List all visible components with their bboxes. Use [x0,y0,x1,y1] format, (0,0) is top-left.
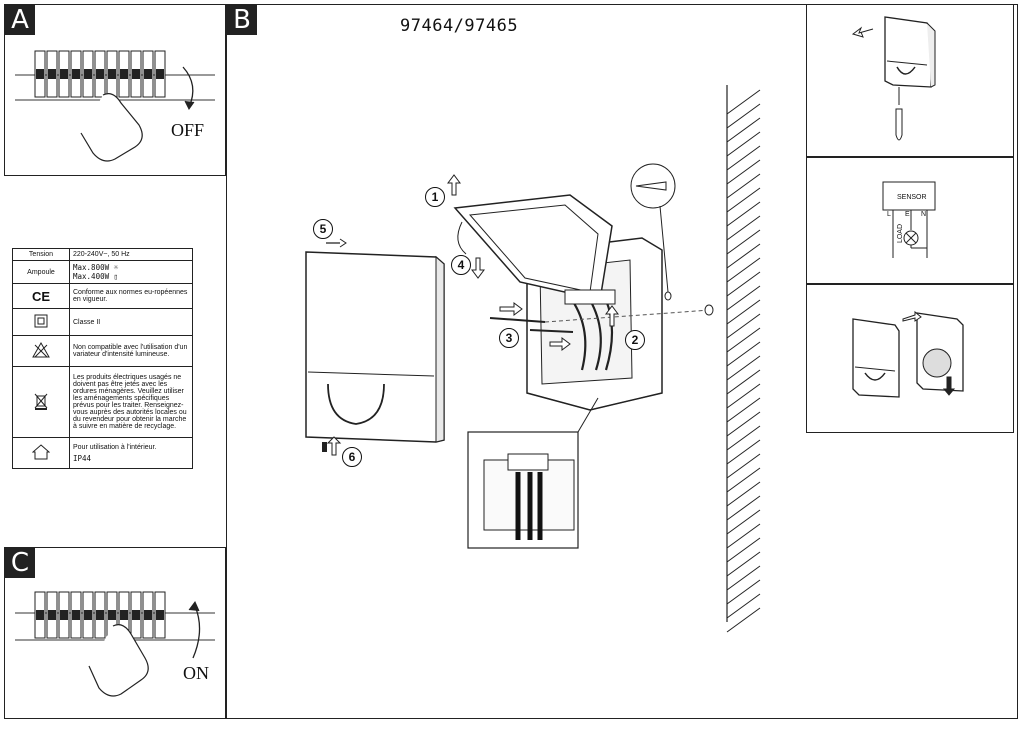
breaker-switch [144,610,152,620]
spec-value: Les produits électriques usagés ne doive… [69,366,193,438]
panel-b: B [226,4,1018,719]
breaker-switch [156,69,164,79]
panel-c: C ON [4,547,226,719]
spec-table: Tension 220-240V~, 50 Hz Ampoule Max.800… [12,248,193,469]
breaker-panel-on-illustration [15,591,215,697]
spec-value-ip: IP44 [73,453,92,463]
breaker-switch [108,610,116,620]
step-5-badge: 5 [313,219,333,239]
spec-row-bulb: Ampoule Max.800W ☼ Max.400W ▯ [12,260,193,284]
on-label: ON [183,663,209,683]
breaker-switch [48,610,56,620]
panel-a: A OFF [4,4,226,176]
breaker-switch [96,69,104,79]
panel-reattach-cover [806,284,1014,433]
model-number: 97464/97465 [400,16,519,36]
spec-row-class: Classe II [12,308,193,336]
breaker-switch [144,69,152,79]
breaker-switch [72,69,80,79]
breaker-switch [132,69,140,79]
breaker-switch [36,69,44,79]
step-1-badge: 1 [425,187,445,207]
terminal-n-label: N [921,211,927,218]
wiring-schematic [882,181,936,258]
panel-b-label: B [227,5,257,35]
class-ii-icon [34,314,48,328]
load-label: LOAD [897,223,905,244]
breaker-switch [36,610,44,620]
breaker-switch [120,69,128,79]
breaker-switch [108,69,116,79]
breaker-panel-off-illustration [15,50,215,162]
panel-a-label: A [5,5,35,35]
spec-row-voltage: Tension 220-240V~, 50 Hz [12,248,193,261]
spec-value: Pour utilisation à l'intérieur. [73,443,157,451]
spec-row-weee: Les produits électriques usagés ne doive… [12,366,193,438]
tube-bulb-icon: ▯ [113,272,119,281]
bulb-icon: ☼ [113,263,119,272]
off-label: OFF [171,120,205,140]
reattach-cover-illustration [852,310,964,398]
panel-c-label: C [5,548,35,578]
spec-row-dimmer: Non compatible avec l'utilisation d'un v… [12,335,193,367]
indoor-house-icon [31,444,51,460]
ce-mark-icon: CE [31,288,51,304]
breaker-switch [132,610,140,620]
weee-bin-icon [34,393,48,410]
breaker-switch [84,69,92,79]
breaker-switch [72,610,80,620]
spec-key: Ampoule [12,260,70,284]
step-4-badge: 4 [451,255,471,275]
spec-value: Non compatible avec l'utilisation d'un v… [69,335,193,367]
panel-remove-cover [806,4,1014,157]
breaker-switch [96,610,104,620]
spec-value-max-800: Max.800W [73,263,110,272]
breaker-switch [60,69,68,79]
terminal-e-label: E [905,211,910,218]
no-dimmer-icon [32,341,50,358]
breaker-switch [84,610,92,620]
breaker-switch [120,610,128,620]
spec-value: Conforme aux normes eu-ropéennes en vigu… [69,283,193,309]
breaker-switch [156,610,164,620]
panel-wiring-schematic: SENSOR L E N LOAD [806,157,1014,284]
spec-row-ce: CE Conforme aux normes eu-ropéennes en v… [12,283,193,309]
step-2-badge: 2 [625,330,645,350]
spec-key: Tension [12,248,70,261]
spec-value: 220-240V~, 50 Hz [69,248,193,261]
breaker-switch [48,69,56,79]
sensor-label: SENSOR [897,194,927,201]
remove-cover-illustration [851,16,936,141]
spec-value-max-400: Max.400W [73,272,110,281]
step-6-badge: 6 [342,447,362,467]
spec-row-indoor: Pour utilisation à l'intérieur. IP44 [12,437,193,469]
step-3-badge: 3 [499,328,519,348]
breaker-switch [60,610,68,620]
spec-value: Classe II [69,308,193,336]
terminal-l-label: L [887,211,891,218]
